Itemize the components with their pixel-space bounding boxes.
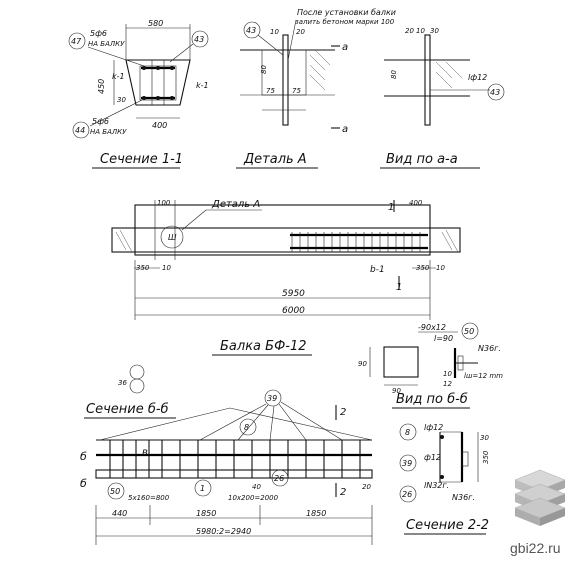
note-line-1: После установки балки xyxy=(297,8,396,17)
dim-10a: 10 xyxy=(162,264,171,272)
dim-10x200: 10х200=2000 xyxy=(228,494,279,502)
dim-1850b: 1850 xyxy=(306,509,326,518)
dim-20: 20 xyxy=(405,27,414,35)
plate-l: l=90 xyxy=(434,334,453,343)
slabs-logo-icon xyxy=(514,469,566,526)
dim-12: 12 xyxy=(443,380,452,388)
beam-elevation: Ш Деталь А 1 1 b-1 100 400 350 350 10 10… xyxy=(111,199,461,356)
section-2-2-title: Сечение 2-2 xyxy=(406,518,489,533)
view-b-b: 90 90 -90х12 l=90 50 N36г. 10 12 lш=12 m… xyxy=(358,322,503,409)
section-label-1a: 1 xyxy=(388,202,394,213)
left-label-bottom: б xyxy=(80,477,87,490)
rebar: lф12 xyxy=(468,73,487,82)
dim-10b: 10 xyxy=(436,264,445,272)
beam-stirrups xyxy=(291,232,421,252)
dim-440: 440 xyxy=(112,509,127,518)
rebar-bottom: 5ф6 xyxy=(92,117,109,126)
dim-80: 80 xyxy=(390,70,398,79)
dim-450: 450 xyxy=(97,79,106,94)
marker-1: 1 xyxy=(200,484,205,493)
marker-47: 47 xyxy=(71,37,82,46)
view-b-b-title: Вид по б-б xyxy=(396,392,468,407)
beam-title: Балка БФ-12 xyxy=(220,339,307,354)
dim-90b: 90 xyxy=(392,387,401,395)
dim-30: 30 xyxy=(480,434,489,442)
marker-43: 43 xyxy=(490,88,500,97)
rebar-top: lф12 xyxy=(424,423,443,432)
site-name: gbi22.ru xyxy=(510,540,561,556)
note-line-2: залить бетоном марки 100 xyxy=(295,18,395,26)
dim-5x160: 5х160=800 xyxy=(128,494,170,502)
detail-a-title: Деталь А xyxy=(243,152,307,167)
watermark: gbi22.ru xyxy=(510,469,566,556)
dim-350-left: 350 xyxy=(136,264,150,272)
left-label: б xyxy=(80,450,87,463)
dim-580: 580 xyxy=(148,19,163,28)
label-k-left: k-1 xyxy=(112,72,125,81)
section-b-b: 36 39 8 26 1 50 б б в 2 xyxy=(80,364,373,545)
dim-400: 400 xyxy=(409,199,423,207)
dim-20: 20 xyxy=(296,28,305,36)
section-a-top: а xyxy=(342,42,348,53)
section-2b: 2 xyxy=(340,487,346,498)
rebar-bottom-note: НА БАЛКУ xyxy=(90,128,127,136)
anchor: N36г. xyxy=(478,344,501,353)
marker-43: 43 xyxy=(194,35,204,44)
dim-90a: 90 xyxy=(358,360,367,368)
dim-36: 36 xyxy=(118,379,127,387)
rebar-mid: ф12 xyxy=(424,453,441,462)
marker-50: 50 xyxy=(110,487,120,496)
section-1-1: 580 400 450 30 47 5ф6 НА БАЛКУ 43 44 5ф6… xyxy=(68,19,209,169)
dim-10: 10 xyxy=(416,27,425,35)
marker-39: 39 xyxy=(267,394,277,403)
section-label-1b: 1 xyxy=(396,282,402,293)
label-k-right: k-1 xyxy=(196,81,209,90)
marker-8: 8 xyxy=(244,423,249,432)
section-a-bottom: а xyxy=(342,124,348,135)
rebar-top: 5ф6 xyxy=(90,29,107,38)
dim-5950: 5950 xyxy=(282,289,305,299)
marker-39: 39 xyxy=(402,459,412,468)
marker-8: 8 xyxy=(405,428,410,437)
dim-30: 30 xyxy=(117,96,126,104)
marker-50: 50 xyxy=(464,327,474,336)
dim-100: 100 xyxy=(157,199,171,207)
plate-size: -90х12 xyxy=(418,323,446,332)
dim-10: 10 xyxy=(270,28,279,36)
dim-80: 80 xyxy=(260,65,268,74)
detail-a: 75 75 80 20 10 43 После установки балки … xyxy=(236,8,396,169)
marker-44: 44 xyxy=(75,126,85,135)
dim-1850a: 1850 xyxy=(196,509,216,518)
section-2-2: 350 30 8 lф12 39 ф12 26 lN32г. N36г. Сеч… xyxy=(399,423,490,535)
section-1-1-title: Сечение 1-1 xyxy=(100,152,183,167)
anchor-b: N36г. xyxy=(452,493,475,502)
dim-30: 30 xyxy=(430,27,439,35)
view-a-a-title: Вид по а-а xyxy=(386,152,458,167)
anchor-a: lN32г. xyxy=(424,481,449,490)
dim-350: 350 xyxy=(482,450,490,464)
cage-verticals xyxy=(109,440,361,478)
marker-43: 43 xyxy=(246,26,256,35)
dim-10: 10 xyxy=(443,370,452,378)
section-b-b-title: Сечение б-б xyxy=(86,402,169,417)
svg-text:Ш: Ш xyxy=(168,233,177,242)
section-2a: 2 xyxy=(340,407,346,418)
marker-26: 26 xyxy=(274,474,284,483)
dim-75b: 75 xyxy=(292,87,301,95)
dim-40: 40 xyxy=(252,483,261,491)
dim-400: 400 xyxy=(152,121,167,130)
detail-label: Деталь А xyxy=(211,199,260,210)
weld: lш=12 mm xyxy=(464,372,503,380)
dim-total: 5980:2=2940 xyxy=(196,527,251,536)
dim-20: 20 xyxy=(362,483,371,491)
view-a-a: 80 10 30 20 lф12 43 Вид по а-а xyxy=(380,27,505,169)
marker-26: 26 xyxy=(402,490,412,499)
section-b-label: b-1 xyxy=(370,265,385,275)
dim-350-right: 350 xyxy=(416,264,430,272)
dim-75a: 75 xyxy=(266,87,275,95)
rebar-top-note: НА БАЛКУ xyxy=(88,40,125,48)
section-v: в xyxy=(142,447,148,458)
dim-6000: 6000 xyxy=(282,306,305,316)
